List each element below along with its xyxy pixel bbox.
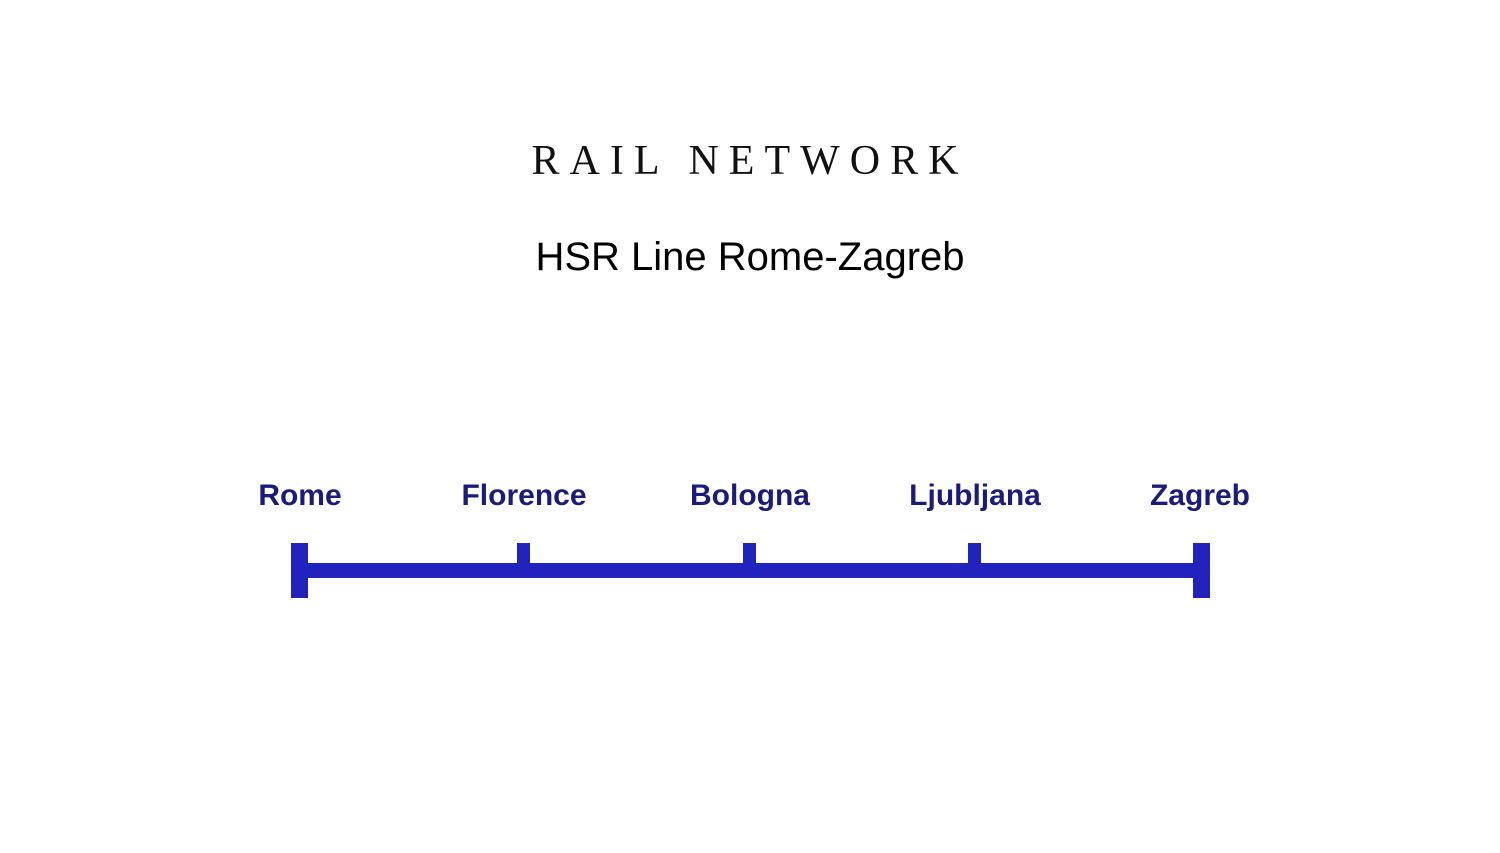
station-tick-bologna <box>743 543 756 565</box>
station-label-rome: Rome <box>258 479 342 512</box>
terminus-cap-rome <box>291 543 308 598</box>
station-tick-ljubljana <box>968 543 981 565</box>
rail-line <box>291 563 1210 578</box>
station-label-ljubljana: Ljubljana <box>909 479 1041 512</box>
page-subtitle: HSR Line Rome-Zagreb <box>535 235 965 279</box>
terminus-cap-zagreb <box>1193 543 1210 598</box>
station-label-bologna: Bologna <box>690 479 810 512</box>
station-label-florence: Florence <box>461 479 587 512</box>
page-title: RAIL NETWORK <box>531 138 969 184</box>
station-label-zagreb: Zagreb <box>1149 479 1251 512</box>
station-tick-florence <box>517 543 530 565</box>
